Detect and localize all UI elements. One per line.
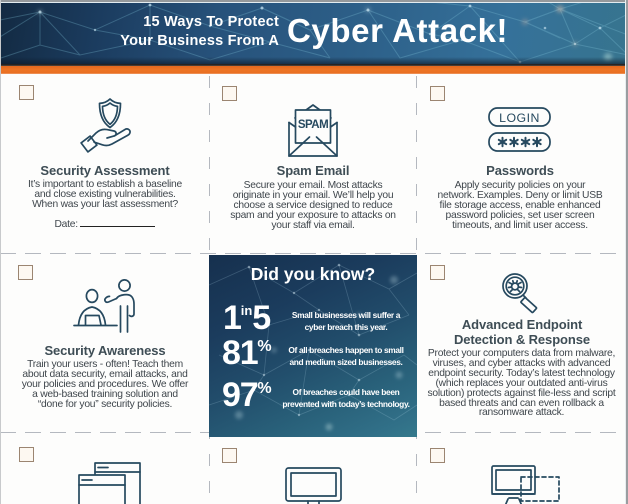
svg-text:LOGIN: LOGIN [499,111,540,125]
svg-text:SPAM: SPAM [298,119,328,131]
